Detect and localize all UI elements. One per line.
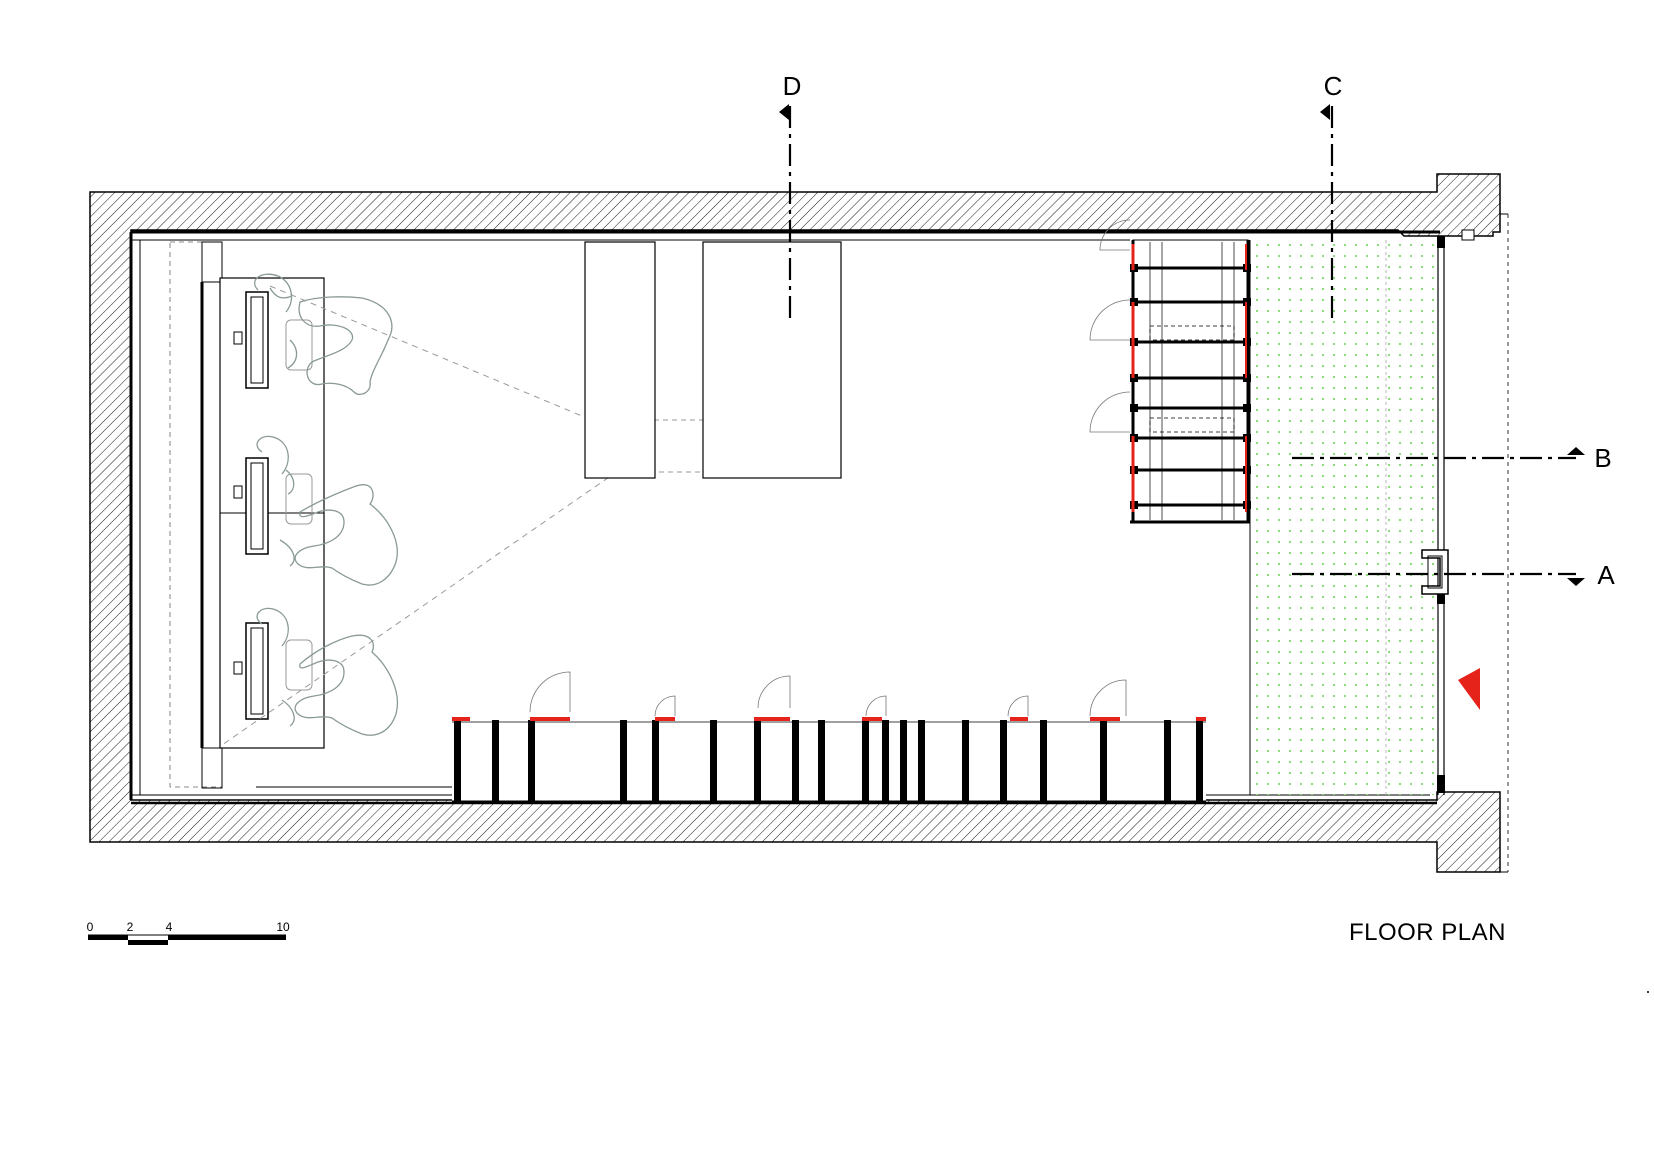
cabinet-post-16	[1040, 720, 1047, 802]
cabinet-post-17	[1100, 720, 1107, 802]
cabinet-post-11	[882, 720, 889, 802]
scale-tick-10: 10	[276, 920, 290, 934]
glass-facade	[1421, 229, 1475, 795]
cabinet-post-10	[862, 720, 869, 802]
figure-1	[254, 273, 393, 396]
door-swing-right-1	[1099, 219, 1131, 251]
bottom-cabinet-row	[452, 671, 1206, 804]
figure-3	[256, 607, 398, 736]
scale-tick-2: 2	[127, 920, 134, 934]
central-island	[584, 241, 842, 479]
cabinet-post-12	[900, 720, 907, 802]
scale-tick-4: 4	[166, 920, 173, 934]
figure-2	[256, 435, 398, 586]
section-label-a: A	[1597, 560, 1615, 590]
drawing-title: FLOOR PLAN	[1349, 919, 1506, 946]
entrance-arrow-icon	[1458, 668, 1480, 710]
section-line-c: C	[1320, 71, 1342, 320]
door-swing-bottom-6	[1089, 679, 1127, 717]
cabinet-post-9	[818, 720, 825, 802]
door-swing-bottom-5	[1007, 695, 1029, 717]
cabinet-post-6	[710, 720, 717, 802]
basin-1	[233, 291, 313, 389]
right-shelving-unit	[1089, 219, 1251, 524]
cabinet-post-18	[1164, 720, 1171, 802]
door-swing-bottom-4	[865, 695, 887, 717]
section-label-d: D	[783, 71, 802, 101]
cabinet-post-15	[1000, 720, 1007, 802]
section-label-b: B	[1594, 443, 1611, 473]
section-label-c: C	[1324, 71, 1343, 101]
cabinet-post-5	[652, 720, 659, 802]
scale-tick-0: 0	[87, 920, 94, 934]
cabinet-post-13	[918, 720, 925, 802]
cabinet-post-7	[754, 720, 761, 802]
shelf-post-r-5	[1243, 404, 1251, 412]
cabinet-post-2	[492, 720, 499, 802]
cabinet-post-3	[528, 720, 535, 802]
cabinet-post-1	[454, 720, 461, 802]
shelf-post-5	[1130, 404, 1138, 412]
section-line-d: D	[779, 71, 801, 320]
door-swing-right-2	[1089, 299, 1131, 341]
interior-wall-lines	[129, 230, 1440, 805]
section-line-b: B	[1292, 443, 1612, 473]
door-swing-bottom-1	[529, 671, 571, 713]
shelf-drawer-1	[1149, 325, 1235, 341]
scale-bar: 0 2 4 10	[87, 920, 290, 945]
door-swing-right-3	[1089, 391, 1131, 433]
door-swing-bottom-2	[654, 695, 676, 717]
shelf-drawer-2	[1149, 417, 1235, 433]
cabinet-post-19	[1196, 720, 1203, 802]
door-swing-bottom-3	[757, 675, 791, 709]
basin-2	[233, 457, 313, 555]
entrance-zone	[1248, 240, 1440, 795]
cabinet-post-4	[620, 720, 627, 802]
cabinet-post-14	[962, 720, 969, 802]
cabinet-post-8	[792, 720, 799, 802]
basin-counter	[169, 241, 325, 789]
basin-3	[233, 622, 313, 720]
seated-figures	[254, 273, 398, 736]
section-line-a: A	[1292, 560, 1615, 590]
